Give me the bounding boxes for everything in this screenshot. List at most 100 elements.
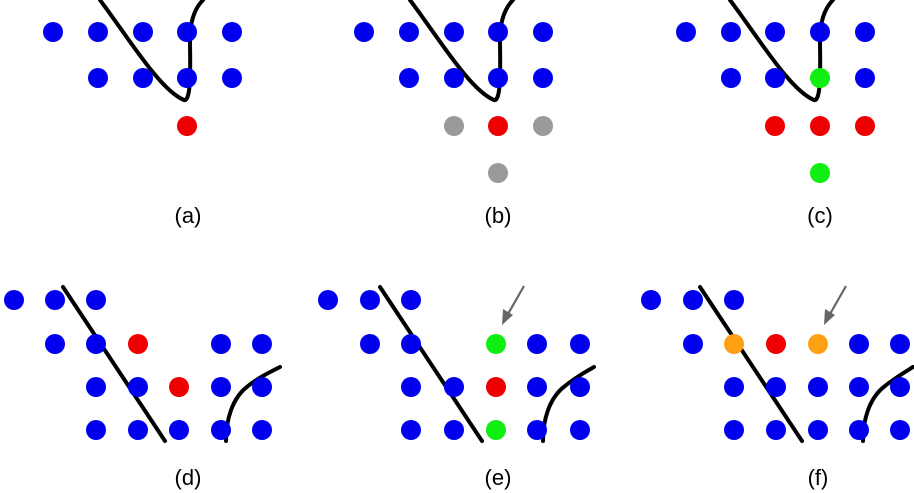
blue-dot xyxy=(360,334,380,354)
blue-dot xyxy=(128,420,148,440)
blue-dot xyxy=(766,420,786,440)
blue-dot xyxy=(252,334,272,354)
blue-dot xyxy=(808,420,828,440)
curve xyxy=(728,0,835,102)
gray-dot xyxy=(444,116,464,136)
blue-dot xyxy=(724,420,744,440)
blue-dot xyxy=(641,290,661,310)
panel-a: (a) xyxy=(43,0,242,228)
red-dot xyxy=(177,116,197,136)
blue-dot xyxy=(133,68,153,88)
curve xyxy=(98,0,205,102)
red-dot xyxy=(766,334,786,354)
red-dot xyxy=(486,377,506,397)
panel-label: (f) xyxy=(808,465,829,490)
blue-dot xyxy=(766,377,786,397)
green-dot xyxy=(486,420,506,440)
blue-dot xyxy=(683,334,703,354)
blue-dot xyxy=(133,22,153,42)
red-dot xyxy=(169,377,189,397)
blue-dot xyxy=(488,22,508,42)
arrow-head xyxy=(502,309,513,325)
blue-dot xyxy=(401,334,421,354)
panel-label: (a) xyxy=(175,203,202,228)
blue-dot xyxy=(211,420,231,440)
blue-dot xyxy=(399,22,419,42)
blue-dot xyxy=(211,377,231,397)
green-dot xyxy=(810,68,830,88)
blue-dot xyxy=(252,420,272,440)
blue-dot xyxy=(724,377,744,397)
blue-dot xyxy=(252,377,272,397)
blue-dot xyxy=(399,68,419,88)
dot-layer xyxy=(4,290,272,440)
blue-dot xyxy=(169,420,189,440)
red-dot xyxy=(765,116,785,136)
panel-d: (d) xyxy=(4,285,282,490)
blue-dot xyxy=(444,377,464,397)
blue-dot xyxy=(360,290,380,310)
gray-dot xyxy=(488,163,508,183)
blue-dot xyxy=(808,377,828,397)
blue-dot xyxy=(721,22,741,42)
blue-dot xyxy=(527,420,547,440)
gray-dot xyxy=(533,116,553,136)
red-dot xyxy=(855,116,875,136)
blue-dot xyxy=(527,334,547,354)
dot-layer xyxy=(641,290,910,440)
blue-dot xyxy=(765,22,785,42)
blue-dot xyxy=(721,68,741,88)
blue-dot xyxy=(211,334,231,354)
dot-layer xyxy=(318,290,590,440)
blue-dot xyxy=(222,22,242,42)
blue-dot xyxy=(488,68,508,88)
dot-layer xyxy=(676,22,875,183)
arrow-shaft xyxy=(829,285,847,315)
blue-dot xyxy=(401,377,421,397)
blue-dot xyxy=(890,334,910,354)
blue-dot xyxy=(890,420,910,440)
blue-dot xyxy=(570,334,590,354)
green-dot xyxy=(810,163,830,183)
blue-dot xyxy=(810,22,830,42)
panel-label: (c) xyxy=(807,203,833,228)
blue-dot xyxy=(86,290,106,310)
blue-dot xyxy=(401,420,421,440)
blue-dot xyxy=(855,22,875,42)
orange-dot xyxy=(808,334,828,354)
arrow-head xyxy=(824,309,835,325)
curve xyxy=(408,0,515,102)
blue-dot xyxy=(43,22,63,42)
dot-layer xyxy=(43,22,242,136)
blue-dot xyxy=(683,290,703,310)
blue-dot xyxy=(849,334,869,354)
blue-dot xyxy=(570,377,590,397)
blue-dot xyxy=(527,377,547,397)
blue-dot xyxy=(849,377,869,397)
blue-dot xyxy=(86,334,106,354)
blue-dot xyxy=(444,420,464,440)
blue-dot xyxy=(444,22,464,42)
curve xyxy=(698,285,804,443)
blue-dot xyxy=(45,334,65,354)
blue-dot xyxy=(45,290,65,310)
panel-label: (d) xyxy=(175,465,202,490)
blue-dot xyxy=(890,377,910,397)
blue-dot xyxy=(88,68,108,88)
panel-b: (b) xyxy=(354,0,553,228)
blue-dot xyxy=(222,68,242,88)
blue-dot xyxy=(128,377,148,397)
green-dot xyxy=(486,334,506,354)
blue-dot xyxy=(765,68,785,88)
blue-dot xyxy=(444,68,464,88)
blue-dot xyxy=(177,68,197,88)
blue-dot xyxy=(86,420,106,440)
blue-dot xyxy=(401,290,421,310)
blue-dot xyxy=(86,377,106,397)
blue-dot xyxy=(88,22,108,42)
blue-dot xyxy=(354,22,374,42)
blue-dot xyxy=(855,68,875,88)
panel-label: (b) xyxy=(485,203,512,228)
blue-dot xyxy=(177,22,197,42)
